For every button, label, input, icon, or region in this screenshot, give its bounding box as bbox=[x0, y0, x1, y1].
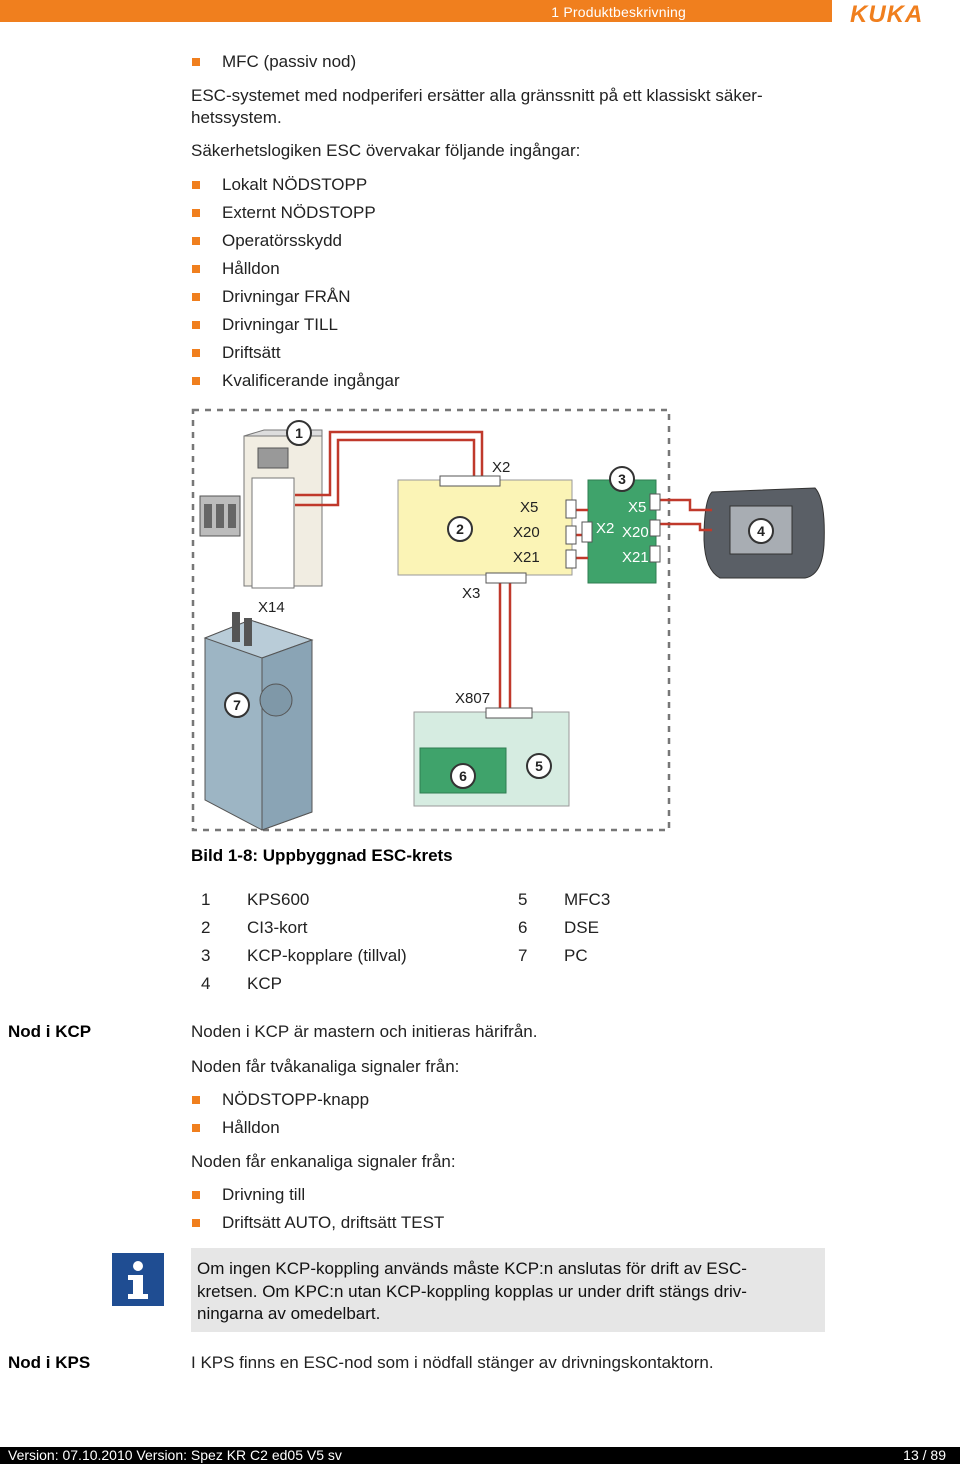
legend-num: 1 bbox=[201, 890, 211, 909]
legend-num: 2 bbox=[201, 918, 211, 937]
input-item: Kvalificerande ingångar bbox=[222, 371, 400, 390]
legend-num: 4 bbox=[201, 974, 211, 993]
pc-device bbox=[203, 612, 314, 831]
bullet-icon bbox=[192, 1219, 200, 1227]
legend-label: KCP bbox=[247, 974, 282, 993]
legend-num: 3 bbox=[201, 946, 211, 965]
callout-1: 1 bbox=[295, 425, 303, 441]
info-icon bbox=[112, 1253, 164, 1306]
nod-kcp-line1: Noden i KCP är mastern och initieras här… bbox=[191, 1022, 538, 1041]
label-x3: X3 bbox=[462, 585, 480, 602]
logic-heading: Säkerhetslogiken ESC övervakar följande … bbox=[191, 141, 581, 160]
esc-paragraph-line2: hetssystem. bbox=[191, 108, 282, 127]
label-x14: X14 bbox=[258, 599, 285, 616]
legend-num: 6 bbox=[518, 918, 528, 937]
nod-kps-label: Nod i KPS bbox=[8, 1353, 91, 1372]
bullet-icon bbox=[192, 1124, 200, 1132]
nod-kps-text: I KPS finns en ESC-nod som i nödfall stä… bbox=[191, 1353, 714, 1372]
note-box bbox=[191, 1248, 825, 1332]
input-item: Drivningar FRÅN bbox=[222, 287, 351, 306]
legend-label: KCP-kopplare (tillval) bbox=[247, 946, 407, 965]
two-channel-heading: Noden får tvåkanaliga signaler från: bbox=[191, 1057, 460, 1076]
note-line3: ningarna av omedelbart. bbox=[197, 1304, 381, 1323]
one-channel-heading: Noden får enkanaliga signaler från: bbox=[191, 1152, 456, 1171]
chapter-title: 1 Produktbeskrivning bbox=[551, 4, 686, 20]
callout-7: 7 bbox=[233, 697, 241, 713]
legend-label: PC bbox=[564, 946, 588, 965]
legend-num: 5 bbox=[518, 890, 528, 909]
bullet-icon bbox=[192, 58, 200, 66]
input-item: Externt NÖDSTOPP bbox=[222, 203, 376, 222]
version-text: Version: 07.10.2010 Version: Spez KR C2 … bbox=[8, 1447, 342, 1463]
one-channel-item: Driftsätt AUTO, driftsätt TEST bbox=[222, 1213, 445, 1232]
input-item: Drivningar TILL bbox=[222, 315, 338, 334]
header-bar: 1 Produktbeskrivning bbox=[0, 0, 832, 22]
note-line2: kretsen. Om KPC:n utan KCP-koppling kopp… bbox=[197, 1282, 747, 1301]
label-x2-card: X2 bbox=[492, 459, 510, 476]
bullet-icon bbox=[192, 321, 200, 329]
callout-3: 3 bbox=[618, 471, 626, 487]
esc-paragraph-line1: ESC-systemet med nodperiferi ersätter al… bbox=[191, 86, 763, 105]
input-item: Hålldon bbox=[222, 259, 280, 278]
input-item: Lokalt NÖDSTOPP bbox=[222, 175, 368, 194]
bullet-mfc: MFC (passiv nod) bbox=[222, 52, 357, 71]
label-x2-coupler: X2 bbox=[596, 520, 614, 537]
label-x21-coupler: X21 bbox=[622, 549, 649, 566]
callout-5: 5 bbox=[535, 758, 543, 774]
bullet-icon bbox=[192, 293, 200, 301]
input-item: Driftsätt bbox=[222, 343, 281, 362]
legend-label: DSE bbox=[564, 918, 599, 937]
label-x5-coupler: X5 bbox=[628, 499, 646, 516]
callout-6: 6 bbox=[459, 768, 467, 784]
one-channel-item: Drivning till bbox=[222, 1185, 306, 1204]
legend-label: CI3-kort bbox=[247, 918, 308, 937]
label-x5-card: X5 bbox=[520, 499, 538, 516]
callout-2: 2 bbox=[456, 521, 464, 537]
bullet-icon bbox=[192, 349, 200, 357]
bullet-icon bbox=[192, 237, 200, 245]
label-x20-coupler: X20 bbox=[622, 524, 649, 541]
bullet-icon bbox=[192, 265, 200, 273]
legend-label: KPS600 bbox=[247, 890, 310, 909]
callout-4: 4 bbox=[757, 523, 765, 539]
legend-label: MFC3 bbox=[564, 890, 611, 909]
label-x21-card: X21 bbox=[513, 549, 540, 566]
note-line1: Om ingen KCP-koppling används måste KCP:… bbox=[197, 1259, 747, 1278]
bullet-icon bbox=[192, 1191, 200, 1199]
legend-num: 7 bbox=[518, 946, 528, 965]
figure-caption: Bild 1-8: Uppbyggnad ESC-krets bbox=[191, 846, 453, 865]
label-x807: X807 bbox=[455, 690, 490, 707]
bullet-icon bbox=[192, 209, 200, 217]
bullet-icon bbox=[192, 1096, 200, 1104]
nod-kcp-label: Nod i KCP bbox=[8, 1022, 92, 1041]
two-channel-item: Hålldon bbox=[222, 1118, 280, 1137]
input-item: Operatörsskydd bbox=[222, 231, 342, 250]
kuka-logo: KUKA bbox=[850, 1, 924, 28]
two-channel-item: NÖDSTOPP-knapp bbox=[222, 1090, 370, 1109]
footer-bar: Version: 07.10.2010 Version: Spez KR C2 … bbox=[0, 1447, 960, 1464]
bullet-icon bbox=[192, 377, 200, 385]
page-number: 13 / 89 bbox=[903, 1447, 946, 1463]
label-x20-card: X20 bbox=[513, 524, 540, 541]
kps600-device bbox=[199, 429, 323, 589]
bullet-icon bbox=[192, 181, 200, 189]
